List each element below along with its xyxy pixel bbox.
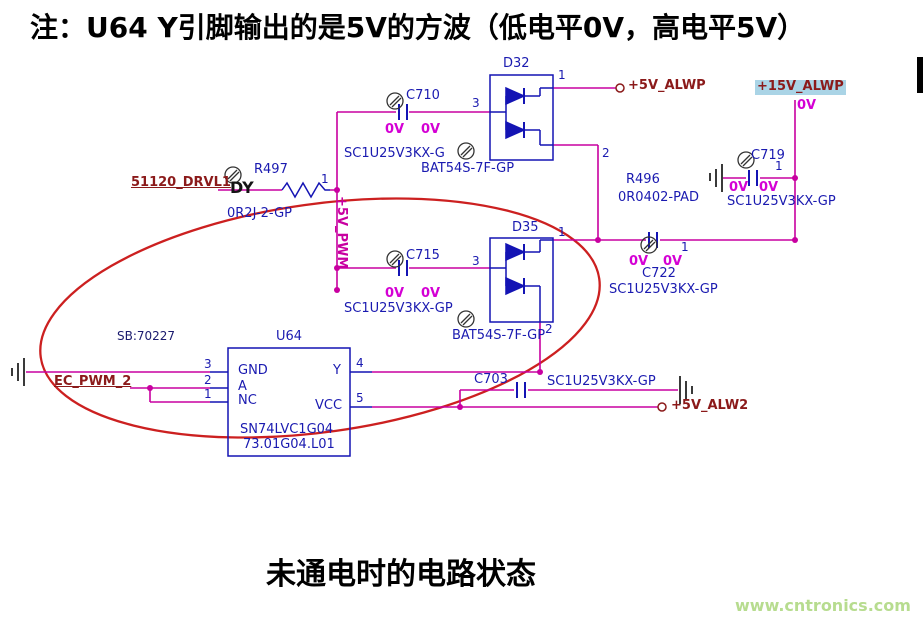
u64-nc-pin: NC	[238, 393, 257, 408]
r497-ref: R497	[254, 162, 288, 177]
power-terminals	[615, 83, 667, 412]
c719-ov-2: 0V	[759, 180, 779, 195]
d32-part: BAT54S-7F-GP	[421, 161, 515, 176]
u64-a-pin: A	[238, 379, 247, 394]
u64-ref: U64	[276, 329, 303, 344]
u64-pin5-num: 5	[356, 391, 364, 405]
r497-resistor-icon	[281, 181, 330, 199]
d35-body	[489, 237, 554, 323]
components	[210, 74, 758, 457]
c719-pin1: 1	[775, 159, 783, 173]
variant-marker-icon	[640, 236, 658, 254]
d35-pin3: 3	[472, 254, 480, 268]
d35-pin2: 2	[545, 322, 553, 336]
d32-pin1: 1	[558, 68, 566, 82]
u64-y-pin: Y	[333, 363, 341, 378]
variant-marker-icon	[457, 142, 475, 160]
d35-part: BAT54S-7F-GP	[452, 328, 546, 343]
net-51120-drvl1: 51120_DRVL1	[131, 175, 231, 190]
c715-ov-2: 0V	[421, 286, 441, 301]
u64-pin4-num: 4	[356, 356, 364, 370]
c719-part: SC1U25V3KX-GP	[727, 194, 836, 209]
d32-pin2: 2	[602, 146, 610, 160]
u64-pin2-num: 2	[204, 373, 212, 387]
scan-artifact	[917, 57, 923, 93]
terminal-5v-alw2-icon	[657, 402, 667, 412]
net-5v-pwm: +5V_PWM	[334, 196, 349, 270]
c722-ref: C722	[642, 266, 676, 281]
d35-pin1: 1	[558, 225, 566, 239]
c703-ref: C703	[474, 372, 508, 387]
note-title: 注：U64 Y引脚输出的是5V的方波（低电平0V，高电平5V）	[30, 11, 806, 44]
d35-diode2-icon	[505, 276, 526, 296]
r496-ref: R496	[626, 172, 660, 187]
c722-ov-1: 0V	[629, 254, 649, 269]
variant-marker-icon	[386, 92, 404, 110]
c722-ov-2: 0V	[663, 254, 683, 269]
c719-ov-1: 0V	[729, 180, 749, 195]
c715-ov-1: 0V	[385, 286, 405, 301]
ov-15v-alwp: 0V	[797, 98, 817, 113]
ground-icon-c703	[679, 376, 693, 404]
r497-pin1: 1	[321, 172, 329, 186]
highlight-ellipse	[39, 197, 601, 439]
ground-icon-r496	[709, 164, 723, 192]
u64-pin3-num: 3	[204, 357, 212, 371]
junction-dots	[147, 175, 798, 410]
c703-part: SC1U25V3KX-GP	[547, 374, 656, 389]
c715-ref: C715	[406, 248, 440, 263]
c715-cap-icon	[398, 260, 408, 276]
r497-part: 0R2J-2-GP	[227, 206, 292, 221]
c710-ov-2: 0V	[421, 122, 441, 137]
c710-ov-1: 0V	[385, 122, 405, 137]
sb-number: SB:70227	[117, 329, 176, 343]
d32-body	[489, 74, 554, 161]
u64-vcc-pin: VCC	[315, 398, 343, 413]
ground-symbols	[11, 164, 723, 404]
u64-part2: 73.01G04.L01	[243, 437, 335, 452]
u64-part: SN74LVC1G04	[240, 422, 334, 437]
terminal-5v-alwp-icon	[615, 83, 625, 93]
net-ec-pwm-2: EC_PWM_2	[54, 374, 132, 389]
c722-pin1: 1	[681, 240, 689, 254]
u64-pin1-num: 1	[204, 387, 212, 401]
u64-gnd-pin: GND	[238, 363, 268, 378]
watermark: www.cntronics.com	[735, 596, 911, 615]
net-5v-alw2: +5V_ALW2	[671, 398, 749, 413]
variant-markers	[224, 92, 755, 328]
net-5v-alwp: +5V_ALWP	[628, 78, 706, 93]
d32-diode2-icon	[505, 120, 526, 140]
variant-marker-icon	[457, 310, 475, 328]
d32-ref: D32	[503, 56, 530, 71]
d35-ref: D35	[512, 220, 539, 235]
variant-marker-icon	[224, 166, 242, 184]
c722-part: SC1U25V3KX-GP	[609, 282, 718, 297]
c710-part: SC1U25V3KX-G	[344, 146, 445, 161]
dy-marker: DY	[230, 178, 254, 197]
d32-pin3: 3	[472, 96, 480, 110]
c710-cap-icon	[398, 104, 408, 120]
r496-part: 0R0402-PAD	[618, 190, 699, 205]
variant-marker-icon	[386, 250, 404, 268]
d32-diode1-icon	[505, 86, 526, 106]
variant-marker-icon	[737, 151, 755, 169]
caption: 未通电时的电路状态	[266, 557, 536, 592]
d35-diode1-icon	[505, 242, 526, 262]
net-15v-alwp: +15V_ALWP	[755, 79, 846, 95]
ground-icon-left	[11, 358, 25, 386]
c703-cap-icon	[516, 382, 526, 398]
c710-ref: C710	[406, 88, 440, 103]
c719-cap-icon	[748, 170, 758, 186]
c719-ref: C719	[751, 148, 785, 163]
c715-part: SC1U25V3KX-GP	[344, 301, 453, 316]
